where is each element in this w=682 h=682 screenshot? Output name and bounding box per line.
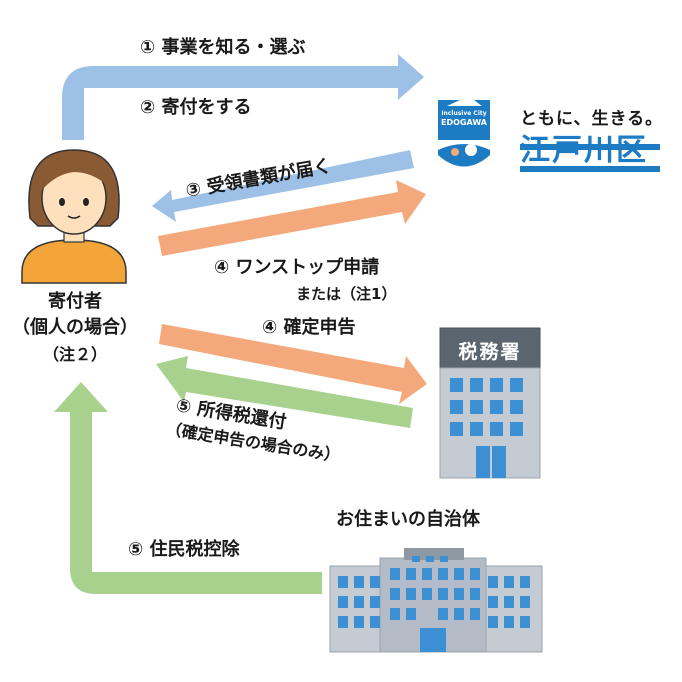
arrow-donate	[62, 54, 424, 140]
logo-text-line1: Inclusive City	[441, 110, 487, 117]
edogawa-name: 江戸川区	[520, 133, 648, 168]
city-hall-building-icon	[329, 548, 543, 653]
edogawa-shield-logo	[438, 100, 490, 167]
label-step4-onestop-note: または（注1）	[296, 285, 397, 303]
arrow-residenttax	[54, 382, 322, 594]
municipality-label: お住まいの自治体	[336, 509, 480, 530]
arrow-onestop	[158, 180, 426, 256]
edogawa-slogan: ともに、生きる。	[520, 109, 664, 129]
label-step1: ① 事業を知る・選ぶ	[140, 37, 306, 58]
label-step4-onestop: ④ ワンストップ申請	[214, 257, 380, 278]
donor-label-individual: （個人の場合）	[12, 317, 138, 338]
edogawa-name-logo	[520, 144, 660, 172]
arrow-refund	[156, 356, 413, 428]
logo-text-line2: EDOGAWA	[441, 118, 487, 127]
arrow-receipt	[152, 150, 414, 222]
label-step5-residenttax: ⑤ 住民税控除	[128, 539, 240, 560]
label-step2: ② 寄付をする	[140, 97, 252, 118]
tax-office-sign: 税務署	[458, 341, 522, 363]
person-icon	[21, 149, 127, 284]
donor-label-note: （注２）	[42, 345, 107, 364]
label-step4-taxreturn: ④ 確定申告	[262, 317, 356, 338]
donor-label: 寄付者	[48, 291, 102, 312]
tax-office-building-icon	[439, 327, 541, 479]
arrow-taxreturn	[159, 324, 427, 404]
